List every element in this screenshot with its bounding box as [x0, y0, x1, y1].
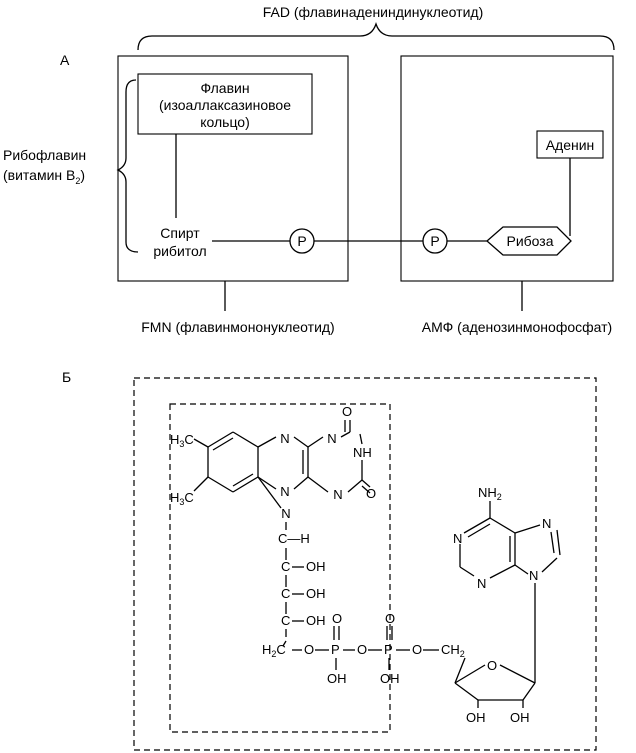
- atom-n-4: N: [333, 487, 342, 502]
- fad-label: FAD (флавинадениндинуклеотид): [263, 4, 483, 20]
- chain-c-1: C: [281, 559, 290, 574]
- bridge-o-2: O: [357, 642, 367, 657]
- p2-oh: OH: [380, 671, 400, 686]
- ribose-label: Рибоза: [506, 233, 553, 249]
- adenine-five-ring: [514, 524, 561, 575]
- adenine-n-7: N: [542, 516, 551, 531]
- vitamin-b2-label: (витамин B2): [3, 167, 85, 186]
- adenine-n-1: N: [453, 531, 462, 546]
- atom-nh: NH: [353, 445, 372, 460]
- methyl-bond-2: [193, 476, 209, 492]
- chain-oh-3: OH: [306, 613, 326, 628]
- atom-n-2: N: [280, 484, 289, 499]
- bridge-o-3: O: [412, 642, 422, 657]
- p1-o: O: [332, 611, 342, 626]
- pyrazine-ring: [257, 436, 309, 490]
- chain-c-3: C: [281, 613, 290, 628]
- carbonyl-bond-2: [361, 479, 371, 488]
- p2-o: O: [385, 611, 395, 626]
- fmn-dashed-box: [169, 403, 391, 733]
- atom-n-3: N: [327, 431, 336, 446]
- n10-bond: [257, 476, 282, 509]
- carbonyl-bond-2b: [361, 485, 371, 494]
- ribose-oh-2: OH: [510, 710, 530, 725]
- fmn-box: [117, 55, 349, 282]
- section-b-letter: Б: [62, 369, 71, 385]
- atom-o-2: O: [366, 486, 376, 501]
- adenine-nh2: NH2: [478, 485, 502, 502]
- p1-oh: OH: [327, 671, 347, 686]
- adenine-n-9: N: [529, 568, 538, 583]
- methyl-bond-1: [193, 438, 209, 448]
- chain-ch2: C—H: [278, 531, 310, 546]
- methyl-label-1: H3C: [170, 432, 194, 449]
- bridge-p-2: P: [384, 642, 393, 657]
- ribose-ring: [454, 657, 536, 701]
- atom-n-1: N: [280, 431, 289, 446]
- atom-o-1: O: [342, 404, 352, 419]
- ribose-oh-1: OH: [466, 710, 486, 725]
- flavin-box-line2: (изоаллаксазиновое: [159, 97, 291, 113]
- benzene-ring: [207, 431, 259, 493]
- atom-n-5: N: [281, 506, 290, 521]
- fad-dashed-box: [133, 377, 597, 751]
- chain-bond-6: [282, 640, 287, 647]
- bridge-ch2: CH2: [441, 642, 465, 659]
- chain-oh-1: OH: [306, 559, 326, 574]
- ribitol-line1: Спирт: [160, 225, 200, 241]
- ribose-o: O: [487, 658, 497, 673]
- section-a-letter: А: [60, 52, 70, 68]
- pyrimidine-ring: [307, 431, 363, 493]
- bridge-o-1: O: [304, 642, 314, 657]
- riboflavin-label: Рибофлавин: [3, 147, 86, 163]
- amp-box: [400, 55, 614, 282]
- flavin-box-line1: Флавин: [200, 80, 249, 96]
- flavin-box-line3: кольцо): [200, 114, 250, 130]
- bridge-p-1: P: [331, 642, 340, 657]
- amp-label: АМФ (аденозинмонофосфат): [422, 319, 612, 335]
- adenine-six-ring: [459, 517, 516, 579]
- chain-h2c: H2C: [262, 642, 286, 659]
- chain-c-2: C: [281, 586, 290, 601]
- adenine-n-3: N: [477, 576, 486, 591]
- adenine-label: Аденин: [546, 137, 595, 153]
- ribitol-line2: рибитол: [153, 243, 206, 259]
- phosphate-label-2: P: [430, 233, 439, 249]
- chain-oh-2: OH: [306, 586, 326, 601]
- methyl-label-2: H3C: [170, 490, 194, 507]
- phosphate-label-1: P: [297, 233, 306, 249]
- flavin-box: [137, 73, 313, 135]
- riboflavin-brace: [116, 79, 139, 253]
- fmn-label: FMN (флавинмононуклеотид): [141, 319, 334, 335]
- ribose-pentagon: [486, 226, 572, 256]
- fad-brace: [137, 21, 615, 51]
